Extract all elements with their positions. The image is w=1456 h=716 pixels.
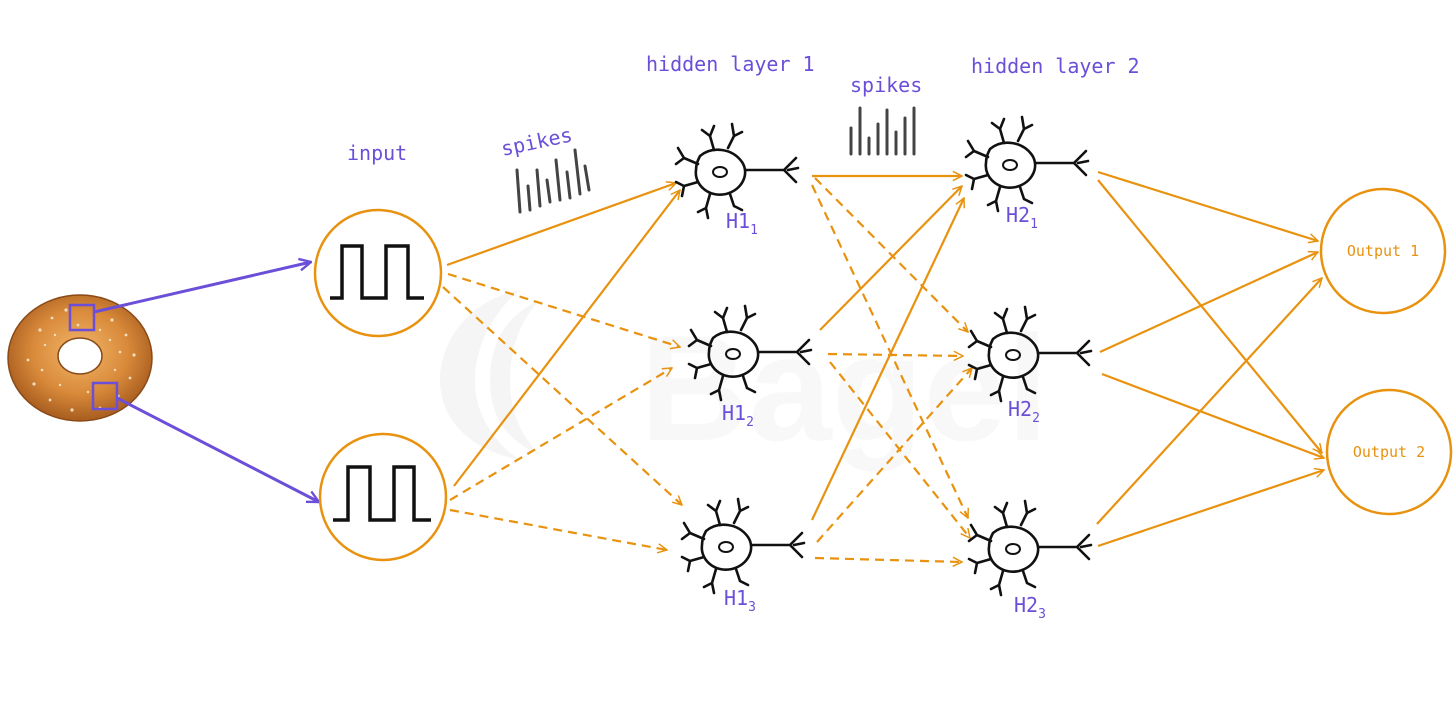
neuron-label-h1-1: H11	[726, 209, 758, 238]
neuron-label-h2-3: H23	[1014, 593, 1046, 622]
neuron-label-h2-2: H22	[1008, 397, 1040, 426]
sample-box-bottom	[91, 381, 119, 411]
input-node-2	[318, 432, 448, 562]
bagel-image	[7, 294, 153, 422]
hidden-layer-2-label: hidden layer 2	[971, 54, 1140, 78]
output-label-2: Output 2	[1353, 443, 1425, 461]
neuron-label-h2-1: H21	[1006, 203, 1038, 232]
bagel-to-input2-arrow	[116, 396, 319, 504]
input-to-hidden1-connections	[442, 183, 682, 550]
neuron-icon	[674, 122, 800, 220]
spikes-label-left: spikes	[499, 122, 575, 160]
sample-box-top	[68, 303, 96, 332]
neuron-icon	[680, 497, 806, 595]
hidden1-to-hidden2-connections	[811, 176, 972, 562]
neuron-label-h1-3: H13	[724, 586, 756, 615]
neuron-label-h1-2: H12	[722, 401, 754, 430]
output-node-1: Output 1	[1319, 187, 1447, 315]
input-label: input	[347, 141, 407, 165]
neuron-icon	[967, 499, 1093, 597]
bagel-to-input1-arrow	[93, 262, 311, 314]
input-node-1	[313, 208, 443, 338]
hidden2-to-output-connections	[1096, 170, 1324, 548]
output-node-2: Output 2	[1325, 388, 1453, 516]
output-label-1: Output 1	[1347, 242, 1419, 260]
square-wave-icon	[333, 465, 431, 522]
spike-train-icon	[849, 106, 916, 156]
neuron-icon	[964, 115, 1090, 213]
square-wave-icon	[330, 244, 424, 300]
spikes-label-right: spikes	[850, 73, 922, 97]
spike-train-icon	[515, 148, 591, 214]
hidden-layer-1-label: hidden layer 1	[646, 52, 815, 76]
watermark-text: Bagel	[640, 304, 1048, 472]
